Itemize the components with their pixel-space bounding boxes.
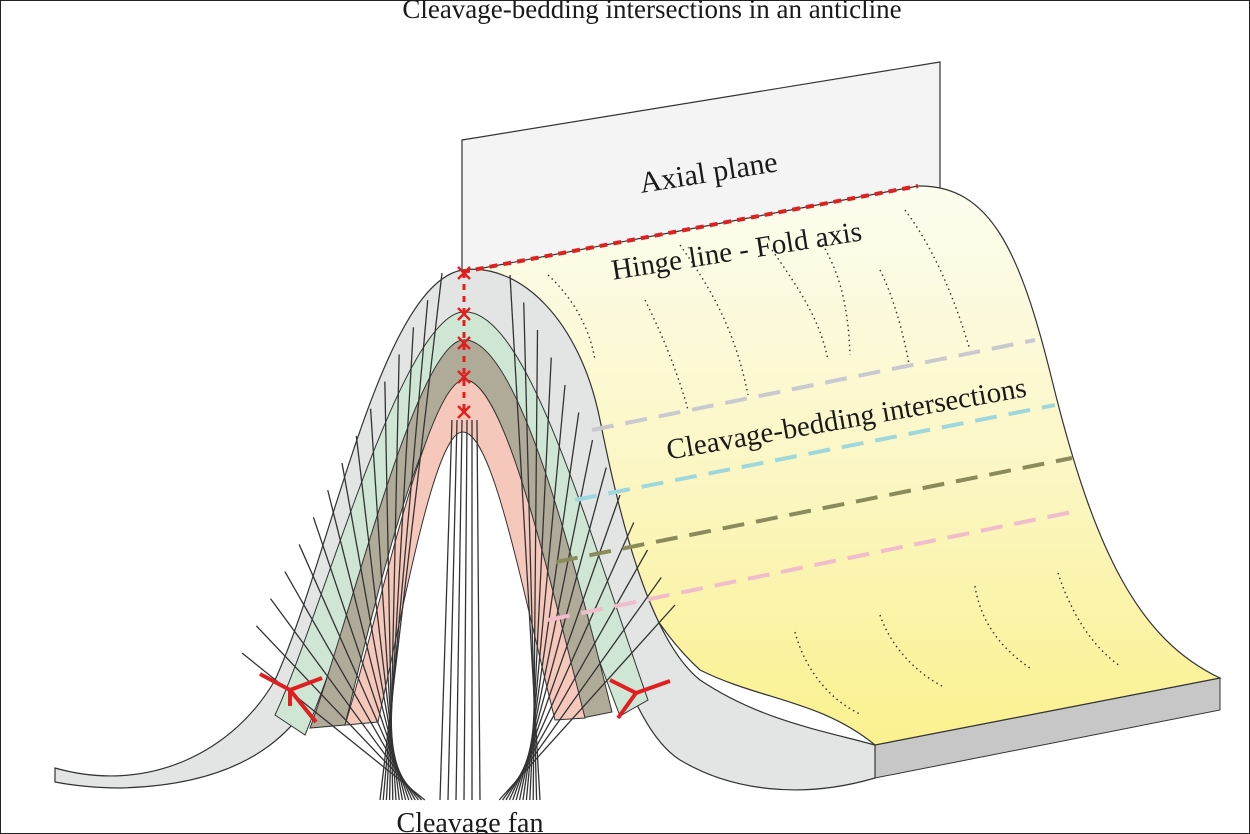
cleavage-fan-line (447, 419, 458, 801)
hinge-line (461, 184, 919, 274)
cleavage-fan-line (298, 544, 413, 801)
cleavage-fan-line (341, 462, 404, 801)
left-y-marker (259, 672, 323, 724)
hinge-cross-marker (457, 370, 471, 384)
cleavage-trace (794, 631, 861, 715)
cleavage-trace (974, 585, 1031, 669)
cleavage-fan-line (439, 419, 453, 801)
cleavage-fan-line (284, 571, 416, 801)
cleavage-fan-line (463, 419, 468, 801)
cleavage-fan-line (505, 549, 649, 801)
cleavage-traces-top (547, 209, 1121, 715)
hinge-cross-marker (457, 336, 471, 350)
cleavage-fan-label: Cleavage fan (397, 808, 544, 834)
cleavage-fan-line (476, 419, 481, 801)
cleavage-fan-line (455, 419, 463, 801)
cleavage-fan-line (515, 467, 607, 801)
cleavage-fan-line (502, 577, 662, 801)
cleavage-fan-lines (241, 272, 676, 801)
intersection-line-cyan (574, 403, 1056, 502)
right-y-marker (609, 678, 671, 720)
intersection-line-pink (547, 510, 1073, 622)
cleavage-trace (819, 239, 851, 356)
hinge-cross-marker (457, 266, 471, 280)
cleavage-fan-line (327, 489, 407, 801)
cleavage-fan-line (241, 652, 426, 801)
diagram-title: Cleavage-bedding intersections in an ant… (402, 0, 901, 24)
cleavage-trace (879, 269, 911, 371)
cleavage-fan-line (312, 517, 410, 801)
hinge-cross-marker (457, 307, 471, 321)
hinge-cross-markers (457, 266, 471, 419)
hinge-cross-marker (457, 405, 471, 419)
cleavage-fan-line (270, 598, 419, 801)
cleavage-fan-line (512, 494, 621, 801)
cleavage-fan-line (508, 522, 635, 801)
cleavage-trace (771, 249, 829, 361)
cleavage-trace (547, 274, 596, 361)
cleavage-fan-line (255, 625, 423, 801)
pink-bed-layer (344, 379, 586, 726)
intersection-line-grey (591, 338, 1036, 432)
intersection-line-olive (555, 456, 1073, 564)
cleavage-fan-line (498, 604, 676, 801)
